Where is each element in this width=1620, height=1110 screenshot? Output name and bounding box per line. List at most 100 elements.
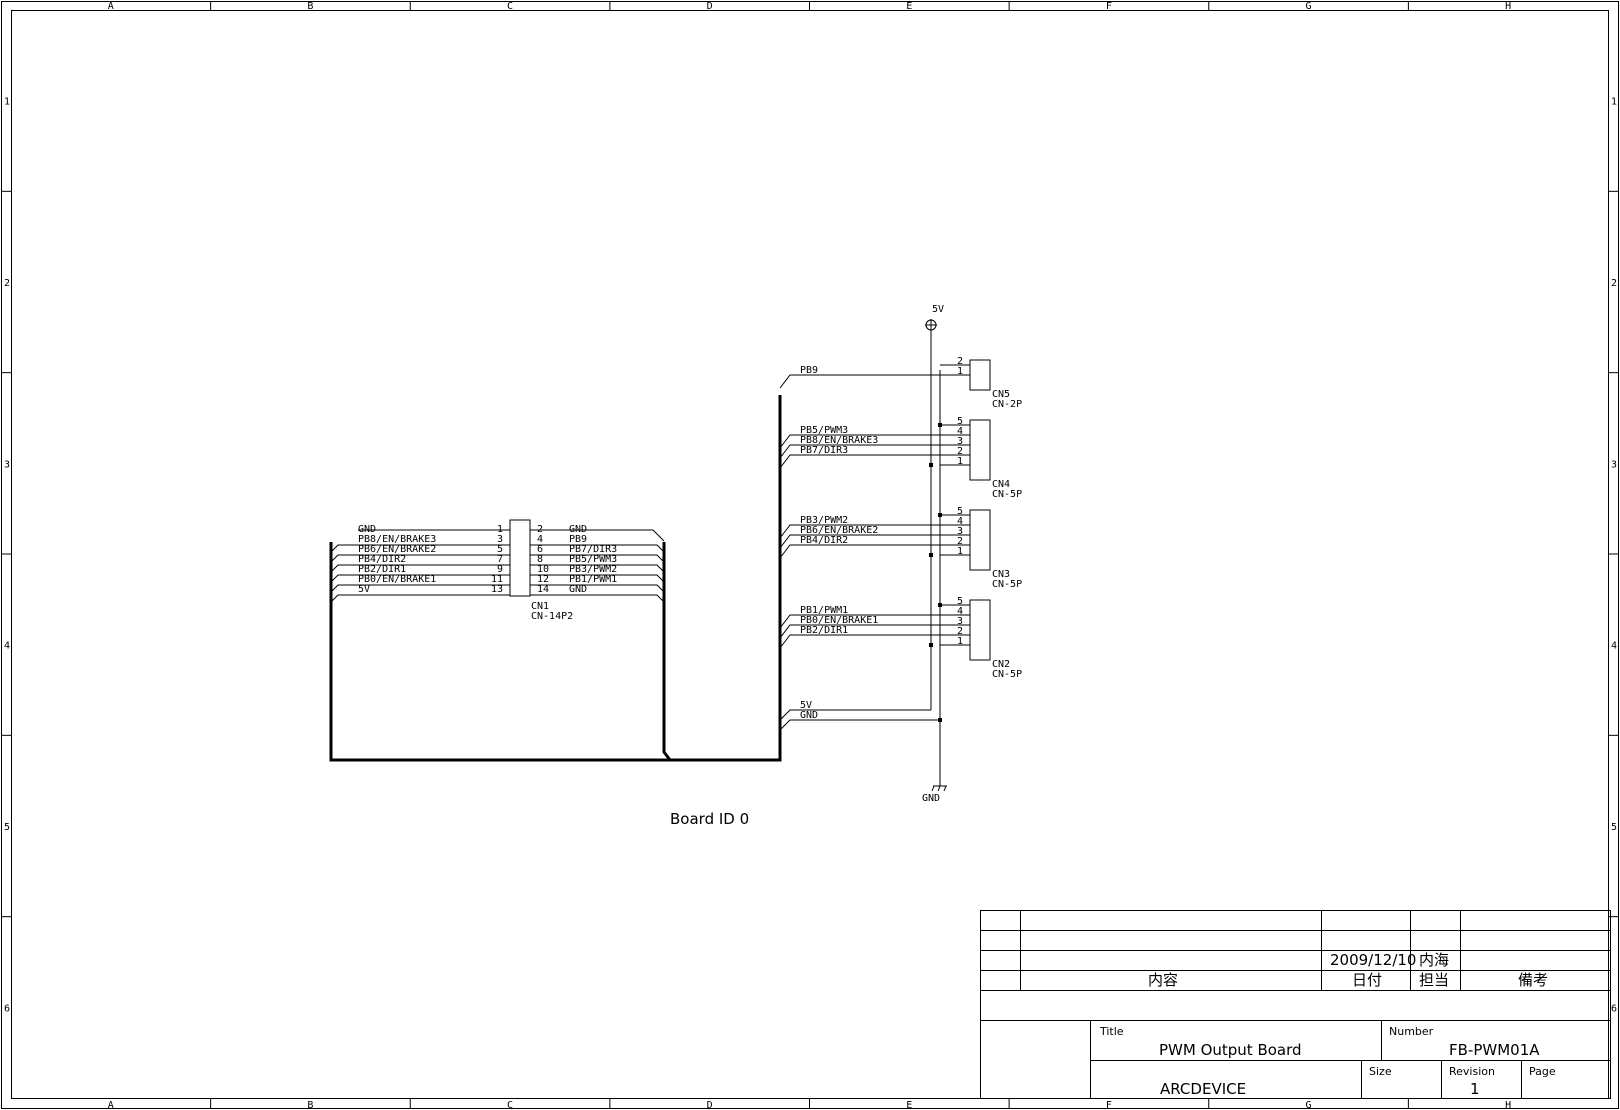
- zone-col-label-top: D: [707, 1, 713, 12]
- cn1-right-wire: [530, 594, 665, 603]
- zone-row-label-left: 2: [4, 278, 10, 289]
- gnd-label: GND: [922, 793, 940, 804]
- revision-date: 2009/12/10: [1330, 951, 1416, 969]
- signal-wire: [779, 524, 940, 539]
- zone-col-label-bottom: G: [1306, 1100, 1312, 1110]
- cn1-left-net: PB8/EN/BRAKE3: [358, 534, 436, 545]
- cn1-left-pin: 1: [497, 524, 503, 535]
- junction-dot: [938, 423, 942, 427]
- connector-pin-number: 4: [957, 606, 963, 617]
- cn1-left-wire: [330, 554, 510, 563]
- connector-pin-number: 1: [957, 546, 963, 557]
- junction-dot: [929, 643, 933, 647]
- number-label: Number: [1389, 1025, 1434, 1038]
- cn1-right-pin: 2: [537, 524, 543, 535]
- junction-dot: [938, 718, 942, 722]
- connector-ref: CN2: [992, 659, 1010, 670]
- cn1-right-wire: [530, 544, 665, 553]
- zone-col-label-bottom: C: [507, 1100, 513, 1110]
- zone-row-label-left: 5: [4, 822, 10, 833]
- signal-wire: [779, 544, 940, 559]
- cn1-right-net: PB1/PWM1: [569, 574, 617, 585]
- title-block: [980, 910, 1611, 1099]
- connector-pin-number: 2: [957, 446, 963, 457]
- header-date: 日付: [1352, 971, 1382, 989]
- signal-wire: [779, 534, 940, 549]
- cn1-right-wire: [530, 584, 665, 593]
- connector-part: CN-2P: [992, 399, 1022, 410]
- cn1-right-net: PB9: [569, 534, 587, 545]
- header-content: 内容: [1148, 971, 1178, 989]
- cn1-left-wire: [330, 584, 510, 593]
- cn1-part: CN-14P2: [531, 611, 573, 622]
- cn1-right-net: GND: [569, 524, 587, 535]
- zone-col-label-bottom: D: [707, 1100, 713, 1110]
- cn1-left-wire: [330, 544, 510, 553]
- cn1-left-net: PB6/EN/BRAKE2: [358, 544, 436, 555]
- cn1-right-net: GND: [569, 584, 587, 595]
- connector-body: [969, 509, 991, 571]
- zone-row-label-left: 3: [4, 459, 10, 470]
- vcc-label: 5V: [932, 304, 944, 315]
- signal-net-label: PB4/DIR2: [800, 535, 848, 546]
- cn1-left-pin: 11: [491, 574, 503, 585]
- connector-part: CN-5P: [992, 669, 1022, 680]
- cn1-left-pin: 13: [491, 584, 503, 595]
- connector-body: [969, 599, 991, 661]
- zone-col-label-top: C: [507, 1, 513, 12]
- header-person: 担当: [1419, 971, 1449, 989]
- zone-col-label-top: F: [1106, 1, 1112, 12]
- cn1-left-net: PB2/DIR1: [358, 564, 406, 575]
- cn1-left-pin: 3: [497, 534, 503, 545]
- cn1-right-net: PB7/DIR3: [569, 544, 617, 555]
- size-label: Size: [1369, 1065, 1392, 1078]
- zone-col-label-top: E: [906, 1, 912, 12]
- page-label: Page: [1529, 1065, 1556, 1078]
- signal-net-label: PB1/PWM1: [800, 605, 848, 616]
- zone-row-label-left: 4: [4, 641, 10, 652]
- signal-net-label: PB5/PWM3: [800, 425, 848, 436]
- signal-wire: [779, 624, 940, 639]
- cn1-right-pin: 14: [537, 584, 549, 595]
- zone-col-label-bottom: A: [108, 1100, 114, 1110]
- cn1-left-net: PB0/EN/BRAKE1: [358, 574, 436, 585]
- connector-pin-number: 1: [957, 636, 963, 647]
- junction-dot: [938, 603, 942, 607]
- cn1-left-net: PB4/DIR2: [358, 554, 406, 565]
- power-net-label: 5V: [800, 700, 812, 711]
- connector-ref: CN3: [992, 569, 1010, 580]
- zone-row-label-right: 1: [1611, 97, 1617, 108]
- connector-part: CN-5P: [992, 579, 1022, 590]
- signal-wire: [779, 444, 940, 459]
- cn1-ref: CN1: [531, 601, 549, 612]
- signal-net-label: PB0/EN/BRAKE1: [800, 615, 878, 626]
- zone-row-label-left: 6: [4, 1003, 10, 1014]
- connector-cn4: 54321PB5/PWM3PB8/EN/BRAKE3PB7/DIR3CN4CN-…: [779, 416, 1022, 500]
- signal-net-label: PB7/DIR3: [800, 445, 848, 456]
- zone-col-label-top: H: [1505, 1, 1511, 12]
- cn1-right-pin: 4: [537, 534, 543, 545]
- connector-pin-number: 3: [957, 526, 963, 537]
- zone-col-label-bottom: B: [307, 1100, 313, 1110]
- zone-col-label-bottom: E: [906, 1100, 912, 1110]
- connector-cn3: 54321PB3/PWM2PB6/EN/BRAKE2PB4/DIR2CN3CN-…: [779, 506, 1022, 590]
- signal-wire: [779, 634, 940, 649]
- signal-net-label: PB6/EN/BRAKE2: [800, 525, 878, 536]
- signal-wire: [779, 614, 940, 629]
- zone-col-label-top: B: [307, 1, 313, 12]
- cn1-right-pin: 10: [537, 564, 549, 575]
- revision-label: Revision: [1449, 1065, 1495, 1078]
- connector-pin-number: 3: [957, 616, 963, 627]
- connector-cn2: 54321PB1/PWM1PB0/EN/BRAKE1PB2/DIR1CN2CN-…: [779, 596, 1022, 680]
- connector-pin-number: 1: [957, 366, 963, 377]
- zone-col-label-top: G: [1306, 1, 1312, 12]
- board-id-label: Board ID 0: [670, 810, 749, 828]
- power-net-label: GND: [800, 710, 818, 721]
